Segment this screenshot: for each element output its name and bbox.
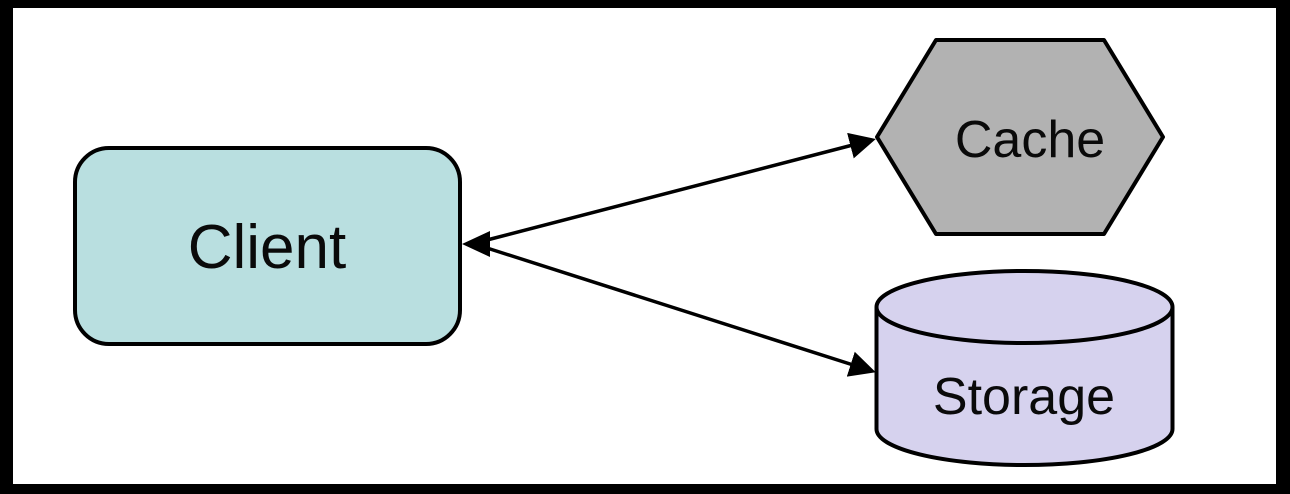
edge-client-cache	[486, 132, 876, 242]
client-shape	[73, 146, 462, 346]
node-storage: Storage	[874, 269, 1175, 467]
arrowhead-into-client	[462, 231, 490, 257]
node-cache: Cache	[875, 38, 1165, 236]
cache-shape	[875, 38, 1165, 236]
edge-client-storage	[486, 246, 876, 377]
storage-label: Storage	[933, 368, 1115, 426]
client-label: Client	[188, 213, 347, 282]
node-client: Client	[73, 146, 462, 346]
cache-label: Cache	[955, 111, 1105, 169]
edge-client-cache-line	[486, 132, 876, 242]
storage-shape	[874, 269, 1175, 467]
storage-top-rim	[874, 306, 1175, 345]
edge-client-storage-line	[486, 246, 876, 377]
